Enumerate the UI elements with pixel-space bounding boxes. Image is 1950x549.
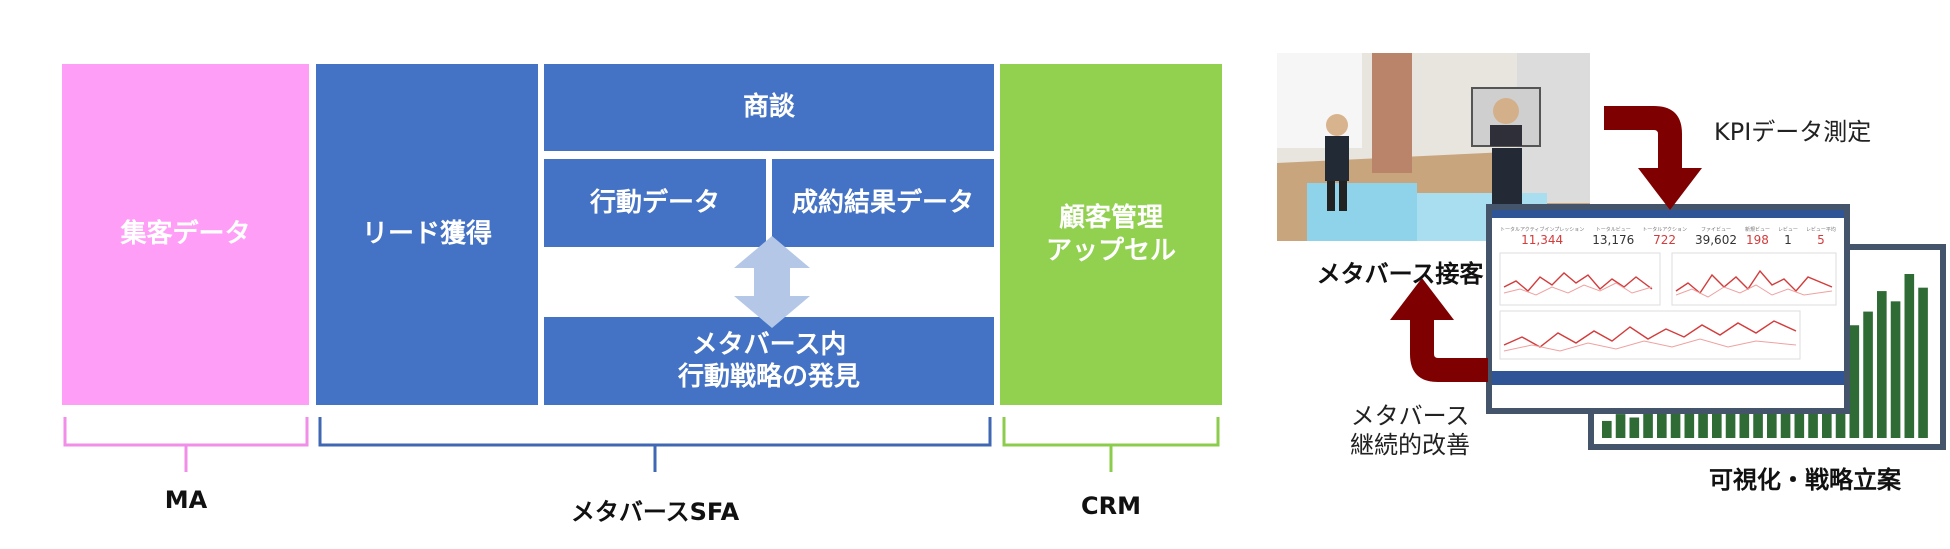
bar (1890, 301, 1901, 438)
ma-block-label: 集客データ (120, 219, 251, 250)
dashboard-header-bar (1492, 210, 1844, 218)
kpi-cell-label: ファイビュー (1700, 227, 1731, 233)
kpi-cell-label: レビュー (1777, 227, 1798, 233)
lead-block-label: リード獲得 (361, 219, 492, 250)
viz-label: 可視化・戦略立案 (1709, 466, 1901, 494)
double-arrow-icon (734, 236, 810, 328)
crm-bracket-label: CRM (1081, 492, 1141, 520)
ma-block: 集客データ (62, 64, 309, 405)
negotiation-block-label: 商談 (742, 92, 795, 123)
sfa-bracket (318, 417, 992, 472)
kpi-label: KPIデータ測定 (1714, 118, 1872, 146)
kpi-cell-value: 722 (1653, 233, 1677, 247)
dashboard-footer-bar (1492, 371, 1844, 385)
kpi-cell-value: 11,344 (1521, 233, 1564, 247)
bar (1684, 403, 1695, 438)
behavior-data-block: 行動データ (544, 159, 766, 247)
kpi-arrow-icon (1604, 106, 1702, 210)
crm-bracket (1002, 417, 1220, 472)
bar (1629, 417, 1640, 438)
kpi-cell-value: 5 (1817, 233, 1825, 247)
kpi-cell-label: レビュー平均 (1805, 227, 1836, 233)
lead-block: リード獲得 (316, 64, 538, 405)
improve-label: メタバース 継続的改善 (1350, 402, 1470, 459)
kpi-cell-label: トータルビュー (1595, 227, 1631, 233)
bar (1712, 397, 1722, 438)
crm-block: 顧客管理 アップセル (1000, 64, 1222, 405)
negotiation-block: 商談 (544, 64, 994, 151)
behavior-data-label: 行動データ (589, 187, 720, 218)
ma-bracket (63, 417, 309, 472)
results-data-label: 成約結果データ (791, 187, 974, 218)
kpi-cell-value: 198 (1745, 233, 1769, 247)
kpi-cell-label: トータルアクティブインプレッション (1499, 227, 1585, 233)
kpi-cell-label: トータルアクション (1642, 227, 1687, 233)
bar (1863, 311, 1873, 438)
bar (1918, 287, 1928, 438)
bar (1849, 325, 1860, 438)
kpi-cell-value: 1 (1784, 233, 1792, 247)
discovery-block-label: メタバース内 行動戦略の発見 (677, 329, 860, 393)
kpi-cell-value: 39,602 (1694, 233, 1737, 247)
improve-arrow-icon (1390, 278, 1488, 382)
kpi-cell-label: 新規ビュー (1744, 227, 1770, 233)
photo-caption: メタバース接客 (1316, 260, 1484, 288)
bar (1670, 400, 1681, 438)
bar (1877, 291, 1887, 438)
ma-bracket-label: MA (164, 486, 208, 514)
kpi-cell-value: 13,176 (1592, 233, 1635, 247)
bar (1698, 393, 1708, 438)
results-data-block: 成約結果データ (772, 159, 994, 247)
sfa-bracket-label: メタバースSFA (570, 498, 740, 526)
crm-block-label: 顧客管理 アップセル (1045, 203, 1176, 266)
bar (1643, 407, 1653, 438)
dashboard-line-charts (1499, 252, 1837, 360)
bar (1602, 420, 1612, 438)
bar (1615, 414, 1626, 438)
discovery-block: メタバース内 行動戦略の発見 (544, 317, 994, 405)
bar (1904, 274, 1915, 438)
bar (1739, 390, 1750, 438)
bar (1657, 410, 1667, 438)
